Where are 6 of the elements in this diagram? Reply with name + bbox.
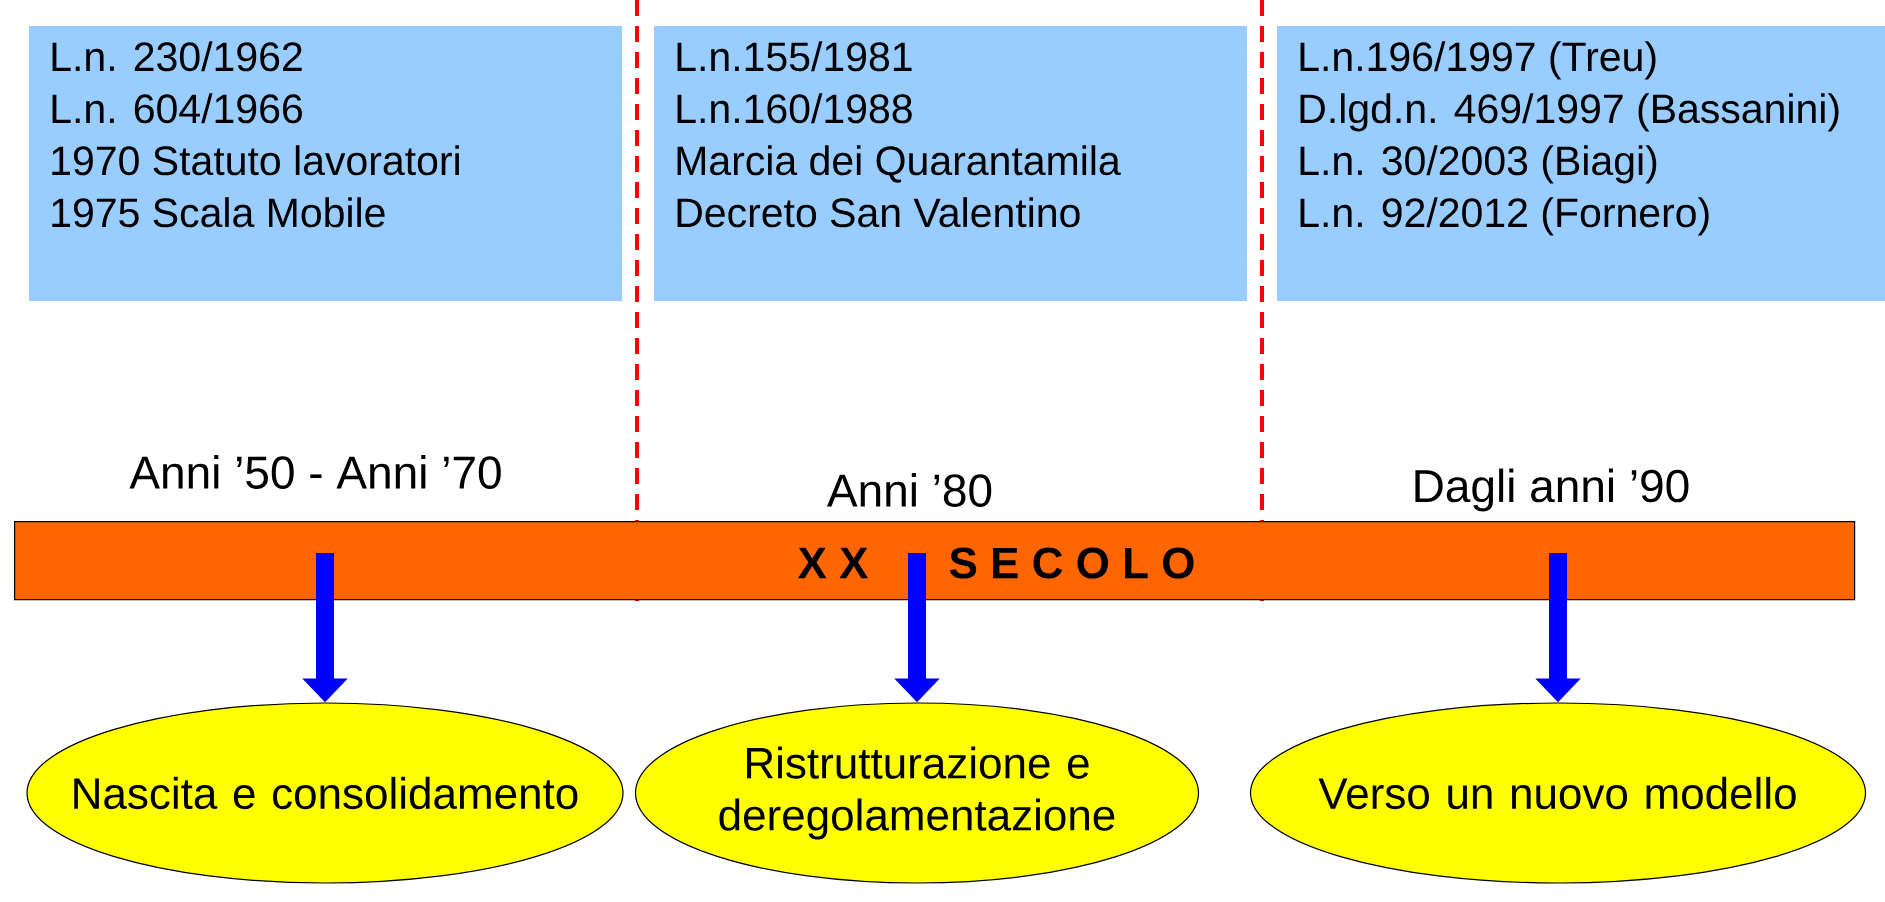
period-label: Dagli anni ’90 — [1415, 468, 1689, 512]
text-box: L.n.155/1981 L.n.160/1988 Marcia dei Quarantamila Decreto San Valentino — [654, 26, 1247, 301]
text-box: L.n. 230/1962 L.n. 604/1966 1970 Statuto lavoratori 1975 Scala Mobile — [29, 26, 622, 301]
timeline-bar: X X S E C O L O — [14, 521, 1856, 601]
period-label: Anni ’80 — [827, 473, 992, 507]
text-box: L.n.196/1997 (Treu) D.lgd.n. 469/1997 (Bassanini) L.n. 30/2003 (Biagi) L.n. 92/2012 (Fornero) — [1277, 26, 1885, 301]
